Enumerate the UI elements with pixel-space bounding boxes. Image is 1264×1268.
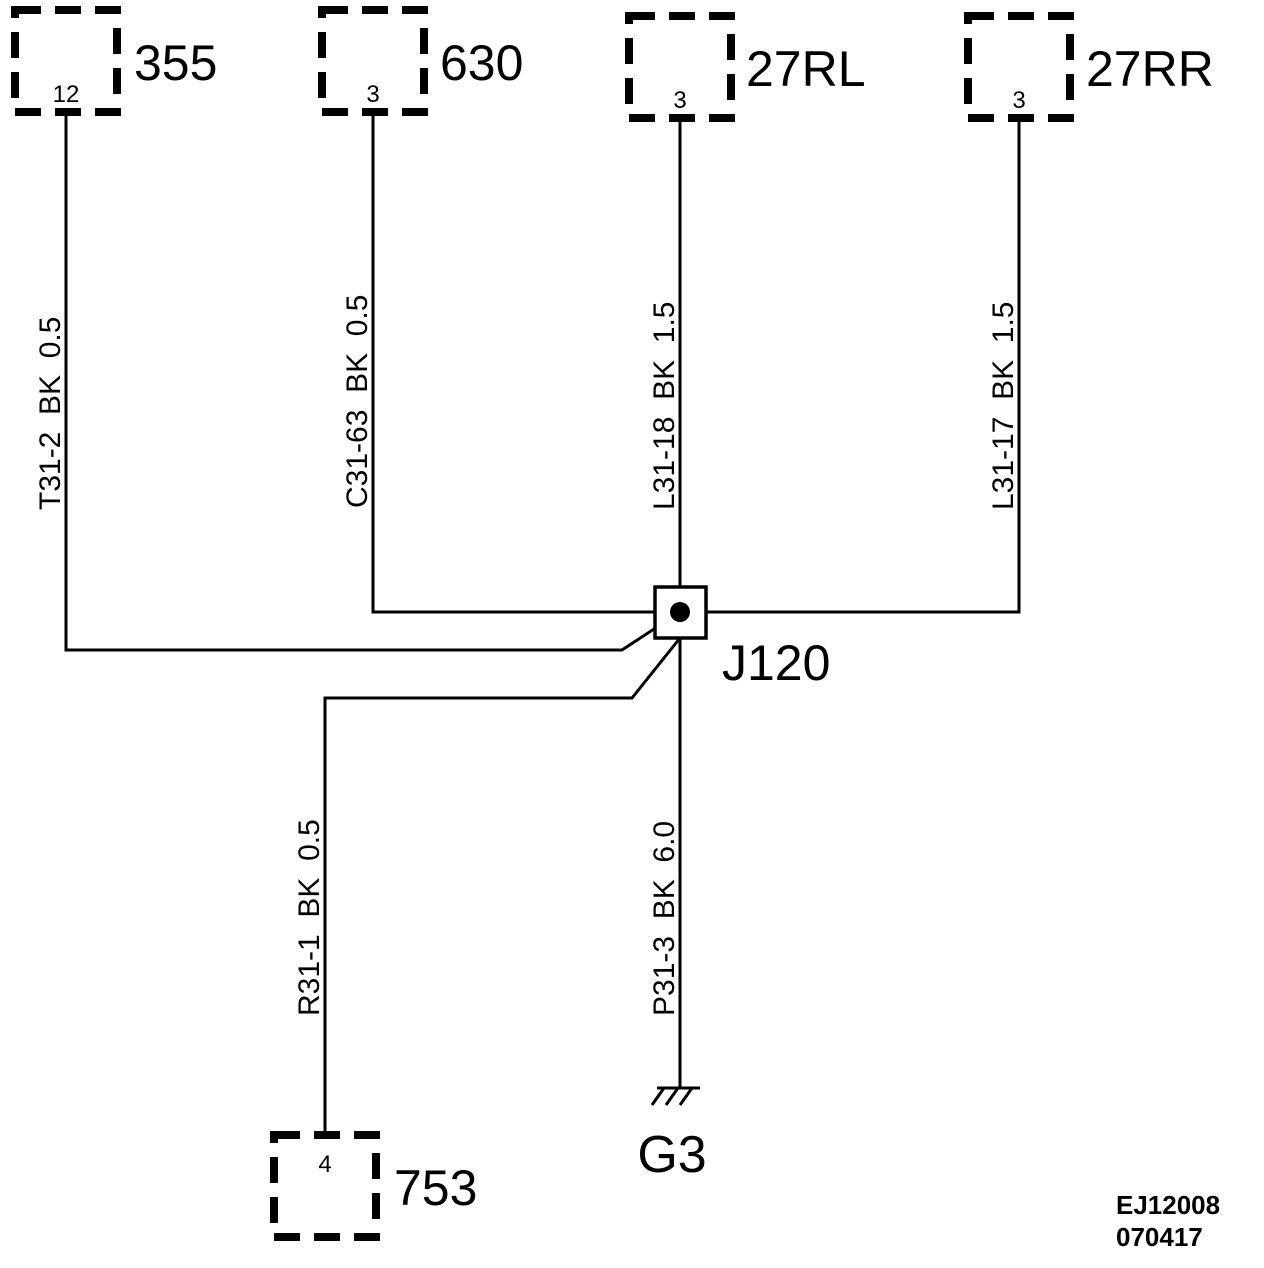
ground-label: G3 xyxy=(637,1126,706,1184)
wire-r31-1[interactable] xyxy=(323,637,682,1135)
wire-l31-17[interactable] xyxy=(680,118,1021,614)
connector-630[interactable]: 3 630 xyxy=(318,6,523,116)
connector-630-pin: 3 xyxy=(366,81,379,108)
junction-label: J120 xyxy=(722,635,830,691)
diagram-code: EJ12008 xyxy=(1116,1190,1220,1220)
junction-dot xyxy=(670,602,690,622)
connector-753[interactable]: 4 753 xyxy=(270,1131,477,1241)
connector-355[interactable]: 12 355 xyxy=(11,6,217,116)
wire-label-p31-3: P31-3 BK 6.0 xyxy=(648,821,681,1016)
wire-label-c31-63: C31-63 BK 0.5 xyxy=(341,295,374,508)
wire-label-l31-17: L31-17 BK 1.5 xyxy=(987,302,1020,510)
ground-g3[interactable]: G3 xyxy=(637,1086,707,1184)
connector-27rl-pin: 3 xyxy=(673,87,686,114)
connector-27rr-pin: 3 xyxy=(1012,87,1025,114)
connector-630-label: 630 xyxy=(440,35,523,91)
wire-label-r31-1: R31-1 BK 0.5 xyxy=(293,819,326,1016)
connector-355-label: 355 xyxy=(134,35,217,91)
connector-27rr[interactable]: 3 27RR xyxy=(964,12,1214,122)
connector-27rl[interactable]: 3 27RL xyxy=(625,12,866,122)
diagram-date: 070417 xyxy=(1116,1222,1203,1252)
connector-753-pin: 4 xyxy=(318,1151,331,1178)
wire-t31-2[interactable] xyxy=(64,112,681,652)
connector-753-label: 753 xyxy=(394,1160,477,1216)
junction-j120[interactable]: J120 xyxy=(653,585,830,691)
connector-27rr-label: 27RR xyxy=(1086,41,1214,97)
connector-355-pin: 12 xyxy=(53,81,80,108)
wire-label-l31-18: L31-18 BK 1.5 xyxy=(648,302,681,510)
connector-27rl-label: 27RL xyxy=(746,41,866,97)
wire-label-t31-2: T31-2 BK 0.5 xyxy=(34,317,67,510)
wire-c31-63[interactable] xyxy=(371,112,680,614)
